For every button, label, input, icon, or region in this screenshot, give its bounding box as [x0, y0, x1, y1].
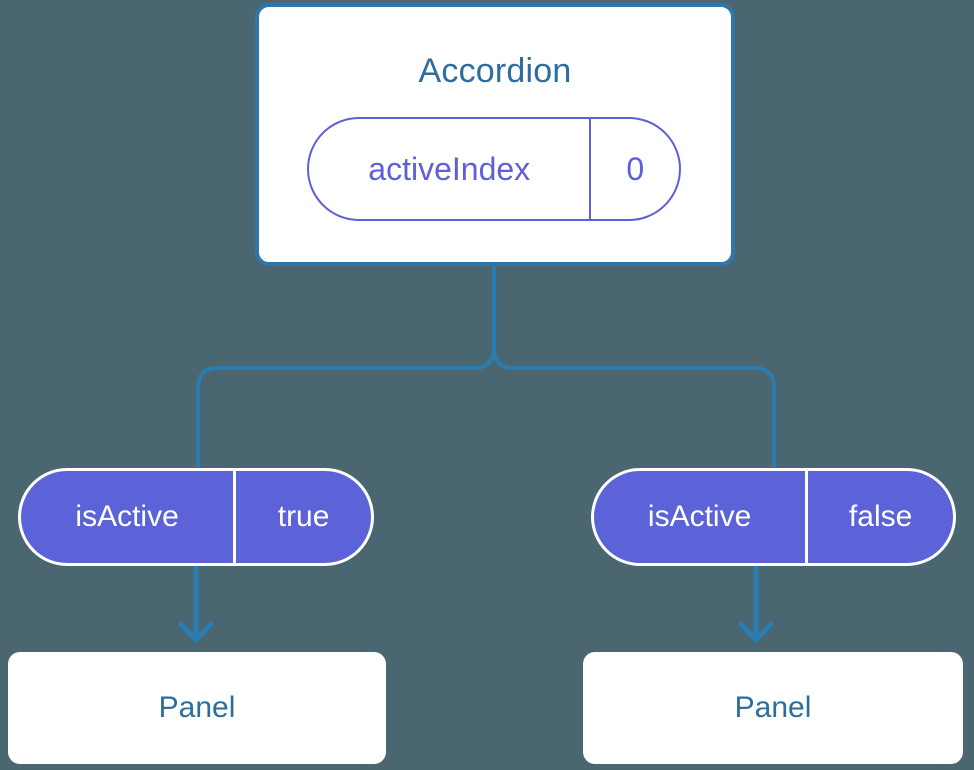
- prop-pill-active-index[interactable]: activeIndex 0: [307, 117, 681, 221]
- node-panel-right[interactable]: Panel: [583, 652, 963, 764]
- prop-value-is-active-right: false: [805, 471, 953, 563]
- prop-key-is-active-left: isActive: [75, 500, 179, 533]
- tree-branch-connector: [492, 264, 776, 470]
- node-panel-left[interactable]: Panel: [8, 652, 386, 764]
- tree-branch-connector: [196, 264, 496, 470]
- arrow-left-pill-to-panel: [178, 566, 214, 643]
- panel-right-title: Panel: [734, 691, 812, 724]
- prop-value-active-index: 0: [589, 119, 679, 219]
- prop-pill-is-active-right[interactable]: isActive false: [591, 468, 956, 566]
- prop-value-is-active-left: true: [233, 471, 371, 563]
- prop-pill-is-active-left[interactable]: isActive true: [18, 468, 374, 566]
- accordion-title: Accordion: [418, 52, 572, 90]
- panel-left-title: Panel: [158, 691, 236, 724]
- arrow-right-pill-to-panel: [738, 566, 774, 643]
- prop-key-active-index: activeIndex: [368, 150, 531, 187]
- prop-key-is-active-right: isActive: [647, 500, 752, 533]
